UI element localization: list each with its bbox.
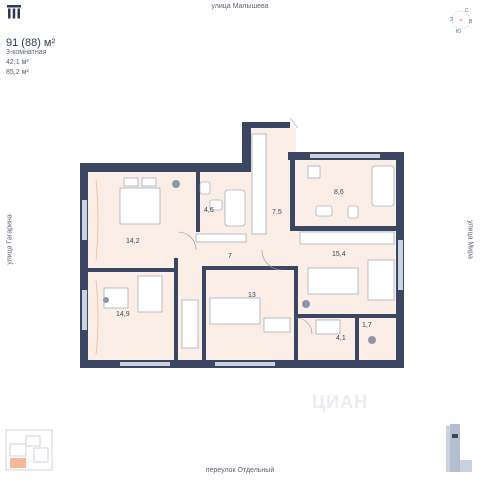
- room-area-bedroom-1: 14,2: [126, 238, 140, 245]
- furniture: [103, 133, 395, 349]
- compass-south: Ю: [456, 29, 461, 34]
- room-area-hall: 7: [228, 253, 232, 260]
- room-count: 3-комнатная: [6, 49, 47, 56]
- sofa: [367, 259, 395, 301]
- room-area-wardrobe: 7,5: [272, 209, 282, 216]
- windows: [82, 154, 403, 366]
- bed-single: [137, 275, 163, 313]
- building-icon: [446, 424, 472, 472]
- watermark-text: ЦИАН: [312, 392, 369, 412]
- wardrobe-shelves: [251, 133, 267, 235]
- balcony-railing: [95, 179, 99, 356]
- compass-north: С: [465, 8, 469, 14]
- room-area-kitchen-living: 15,4: [332, 251, 346, 258]
- plants: [103, 180, 376, 344]
- washer: [307, 165, 321, 179]
- brand-logo-icon: [7, 5, 21, 19]
- kitchen-counter: [299, 231, 395, 245]
- dining-table: [307, 267, 359, 295]
- sink-1: [209, 199, 223, 211]
- living-area: 42,1 м²: [6, 59, 29, 66]
- street-label-bottom: переулок Отдельный: [205, 467, 275, 474]
- hall-bench: [195, 233, 247, 243]
- sink-2: [315, 205, 333, 217]
- total-area: 91 (88) м²: [6, 37, 56, 49]
- bathtub-2: [371, 165, 395, 207]
- room-area-storage: 4,1: [336, 335, 346, 342]
- room-area-bedroom-2: 14,9: [116, 311, 130, 318]
- room-area-balcony: 1,7: [362, 322, 372, 329]
- room-area-bathroom-2: 8,6: [334, 189, 344, 196]
- street-label-top: улица Малышева: [211, 3, 269, 10]
- bathtub-1: [224, 189, 246, 227]
- cabinet: [181, 299, 199, 349]
- compass-west: З: [450, 17, 453, 23]
- toilet-2: [347, 205, 359, 219]
- bed-master: [119, 187, 161, 225]
- compass-east: В: [469, 19, 473, 25]
- room-area-bedroom-3: 13: [248, 292, 256, 299]
- storage-shelf: [315, 319, 341, 335]
- bed-room3: [209, 297, 261, 325]
- compass-icon: С З В Ю: [450, 8, 473, 34]
- door-swings: [177, 117, 313, 335]
- room-area-bathroom-1: 4,6: [204, 207, 214, 214]
- apartment-info: 91 (88) м² 3-комнатная 42,1 м² 85,2 м²: [6, 38, 55, 78]
- toilet-1: [199, 181, 211, 195]
- key-plan-icon: [5, 429, 53, 471]
- total-area-alt: 85,2 м²: [6, 69, 29, 76]
- room3-cabinet: [263, 317, 291, 333]
